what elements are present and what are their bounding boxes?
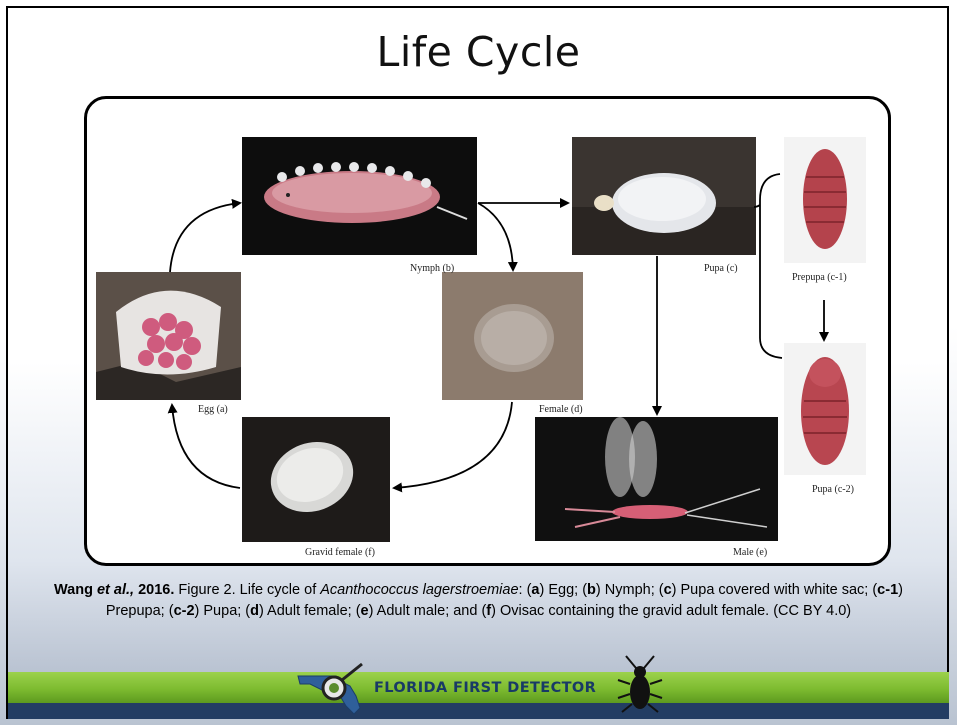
arrow-nymph-to-female: [478, 203, 513, 270]
caption-author: Wang: [54, 582, 97, 598]
arrow-female-to-gravid: [394, 402, 512, 488]
caption-species: Acanthococcus lagerstroemiae: [320, 582, 518, 598]
caption-text-a: ) Egg; (: [540, 582, 588, 598]
caption-year: 2016.: [134, 582, 174, 598]
footer-blue-band: [8, 703, 949, 719]
caption-key-c1: c-1: [877, 582, 898, 598]
caption-key-a: a: [531, 582, 539, 598]
arrow-gravid-to-egg: [172, 405, 240, 488]
caption-key-e: e: [361, 603, 369, 619]
caption-text-d: ) Adult female; (: [259, 603, 361, 619]
caption-text-e: ) Adult male; and (: [369, 603, 487, 619]
caption-text-c2: ) Pupa; (: [195, 603, 251, 619]
caption-etal: et al.,: [97, 582, 134, 598]
figure-caption: Wang et al., 2016. Figure 2. Life cycle …: [40, 580, 917, 622]
caption-key-d: d: [250, 603, 259, 619]
caption-key-b: b: [587, 582, 596, 598]
caption-text-b: ) Nymph; (: [596, 582, 664, 598]
caption-key-c2: c-2: [174, 603, 195, 619]
footer-logo-text: FLORIDA FIRST DETECTOR: [374, 680, 596, 696]
caption-text-f: ) Ovisac containing the gravid adult fem…: [491, 603, 851, 619]
florida-state-icon: [296, 656, 376, 716]
bracket-pupa-stages: [760, 174, 782, 358]
caption-text-2: : (: [519, 582, 532, 598]
caption-text-c: ) Pupa covered with white sac; (: [672, 582, 878, 598]
arrow-egg-to-nymph: [170, 203, 240, 272]
beetle-icon: [610, 654, 670, 714]
caption-text-1: Figure 2. Life cycle of: [174, 582, 320, 598]
caption-key-c: c: [664, 582, 672, 598]
